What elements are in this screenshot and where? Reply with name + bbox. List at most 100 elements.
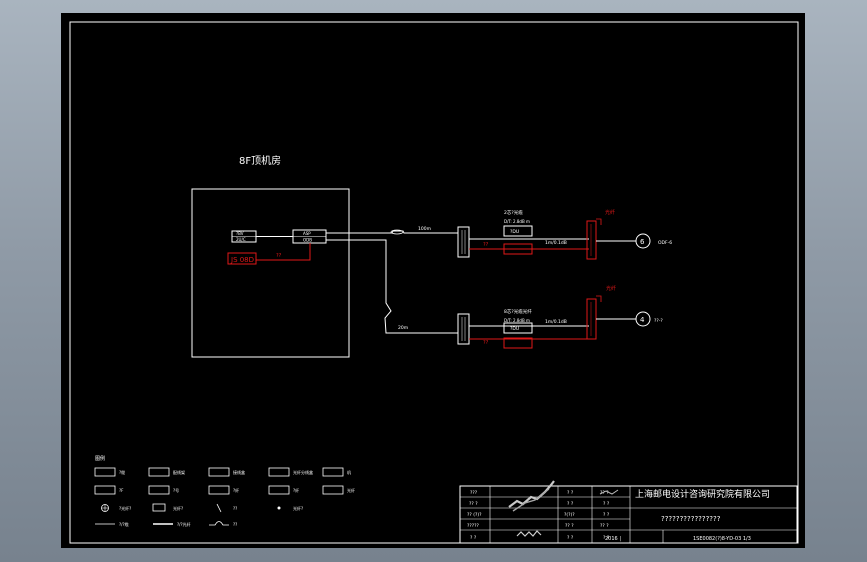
legend-label-4-2: ?/?光纤 <box>177 521 191 527</box>
legend-symbol-2-1 <box>94 485 116 495</box>
legend-label-1-4: 光纤分线盒 <box>293 469 313 475</box>
drawing-frame <box>69 21 799 544</box>
legend-symbol-1-5 <box>322 467 344 477</box>
lower-red-module <box>503 337 533 349</box>
legend-symbol-1-4 <box>268 467 290 477</box>
legend-symbol-3-2 <box>152 503 166 512</box>
legend-label-4-3: ?? <box>233 522 237 527</box>
lower-module-tag: ?DU <box>510 326 519 332</box>
legend-symbol-2-5 <box>322 485 344 495</box>
legend-label-1-1: ?缆 <box>119 469 125 475</box>
tb-drawing-title: ???????????????? <box>661 515 721 523</box>
room-title: 8F顶机房 <box>239 154 281 167</box>
tb-left-3: ?? (?)? <box>467 512 482 518</box>
legend-label-2-3: ?纤 <box>233 487 239 493</box>
tb-right-5: ? ? <box>603 535 610 541</box>
lower-node <box>635 311 651 327</box>
red-equipment-box <box>227 252 257 265</box>
legend-row-3: ?光纤? 光纤? ?? 光纤? <box>101 503 303 513</box>
legend-label-2-4: ?纤 <box>293 487 299 493</box>
legend-symbol-4-3 <box>209 521 229 526</box>
upper-right-leader <box>596 218 602 225</box>
title-block: ??? ?? ? ?? (?)? ????? ? ? ? ? ? ? ?(?)?… <box>459 480 798 544</box>
tb-mid-4: ?? ? <box>565 523 574 529</box>
upper-right-label: 光纤 <box>605 209 615 216</box>
upper-node-label: ODF-6 <box>658 240 672 246</box>
cad-drawing: 8F顶机房 ?BV 2U/C ASP ODB JS 08D ?? 100m 20… <box>69 21 799 544</box>
lower-right-label: 光纤 <box>606 285 616 292</box>
device-a-bottom-label: 2U/C <box>236 237 246 242</box>
legend-label-1-2: 配线架 <box>173 469 185 475</box>
legend-label-3-2: 光纤? <box>173 505 183 511</box>
tb-right-1: ?? ? <box>600 490 609 496</box>
tb-mid-2: ? ? <box>567 501 574 507</box>
tb-mid-1: ? ? <box>567 490 574 496</box>
device-b-bottom-label: ODB <box>303 238 312 243</box>
red-link-mark: ?? <box>276 253 282 259</box>
legend-symbol-1-2 <box>148 467 170 477</box>
red-equipment-label: JS 08D <box>230 256 254 264</box>
legend-title: 图例 <box>95 455 105 462</box>
lower-node-number: 4 <box>640 316 645 324</box>
red-link <box>256 243 311 261</box>
lower-distance: 20m <box>398 325 408 331</box>
upper-red-module <box>503 243 533 255</box>
tb-company: 上海邮电设计咨询研究院有限公司 <box>635 488 770 500</box>
lower-box-title: 8芯?光缆光纤 <box>504 308 532 315</box>
upper-cable-splice <box>390 229 404 235</box>
upper-module-tag: ?DU <box>510 229 519 235</box>
upper-node-number: 6 <box>640 238 645 246</box>
tb-date: 2016 | <box>605 536 621 542</box>
tb-right-4: ?? ? <box>600 523 609 529</box>
legend-label-3-1: ?光纤? <box>119 505 131 511</box>
device-b-top-label: ASP <box>303 231 311 236</box>
legend-label-2-5: 光纤 <box>347 487 355 493</box>
lower-patch-panel <box>457 313 470 345</box>
tb-drawing-number: 1SE0082(?)8-YD-03 1/3 <box>693 536 751 542</box>
upper-module <box>503 225 533 237</box>
upper-distance: 100m <box>418 226 431 232</box>
title-block-frame <box>459 485 798 544</box>
legend-label-3-3: ?? <box>233 506 237 511</box>
legend-symbol-1-3 <box>208 467 230 477</box>
tb-left-5: ? ? <box>470 535 477 541</box>
legend-symbol-2-2 <box>148 485 170 495</box>
lower-terminal <box>586 298 597 340</box>
tb-mid-3: ?(?)? <box>564 512 575 518</box>
upper-box-subtitle: D/T: 2.8dB m <box>504 219 530 224</box>
signature-scribble-1 <box>508 480 555 508</box>
upper-loss: 1m/0.1dB <box>545 240 567 246</box>
legend-label-3-4: 光纤? <box>293 505 303 511</box>
tb-right-3: ? ? <box>603 512 610 518</box>
tb-left-2: ?? ? <box>469 501 478 507</box>
legend-label-4-1: ?/?缆 <box>119 521 129 527</box>
upper-red-tag: ?? <box>483 242 489 248</box>
lower-box-subtitle: D/T: 2.8dB m <box>504 318 530 323</box>
lower-right-leader <box>596 295 602 302</box>
room-box <box>191 188 350 358</box>
legend-label-2-1: ?F <box>119 488 124 493</box>
legend-label-1-5: 机 <box>347 469 351 475</box>
legend-row-1: ?缆 配线架 接线盒 光纤分线盒 机 <box>94 467 351 477</box>
legend-row-4: ?/?缆 ?/?光纤 ?? <box>95 521 237 527</box>
upper-patch-panel <box>457 226 470 258</box>
upper-node <box>635 233 651 249</box>
signature-scribble-4 <box>599 489 619 495</box>
tb-right-2: ? ? <box>603 501 610 507</box>
legend-row-2: ?F ?号 ?纤 ?纤 光纤 <box>94 485 355 495</box>
lower-loss: 1m/0.1dB <box>545 319 567 325</box>
lower-module <box>503 322 533 334</box>
signature-scribble-3 <box>516 530 542 537</box>
drawing-sheet: 8F顶机房 ?BV 2U/C ASP ODB JS 08D ?? 100m 20… <box>61 13 805 548</box>
device-a-top-label: ?BV <box>236 231 244 236</box>
legend-label-1-3: 接线盒 <box>233 469 245 475</box>
tb-left-1: ??? <box>470 490 478 496</box>
lower-node-label: ??-? <box>654 318 663 324</box>
legend-symbol-2-4 <box>268 485 290 495</box>
upper-terminal <box>586 220 597 260</box>
tb-mid-5: ? ? <box>567 535 574 541</box>
upper-cable <box>326 230 458 234</box>
legend-symbol-3-4 <box>277 506 281 510</box>
legend-symbol-2-3 <box>208 485 230 495</box>
lower-cable <box>326 239 458 334</box>
